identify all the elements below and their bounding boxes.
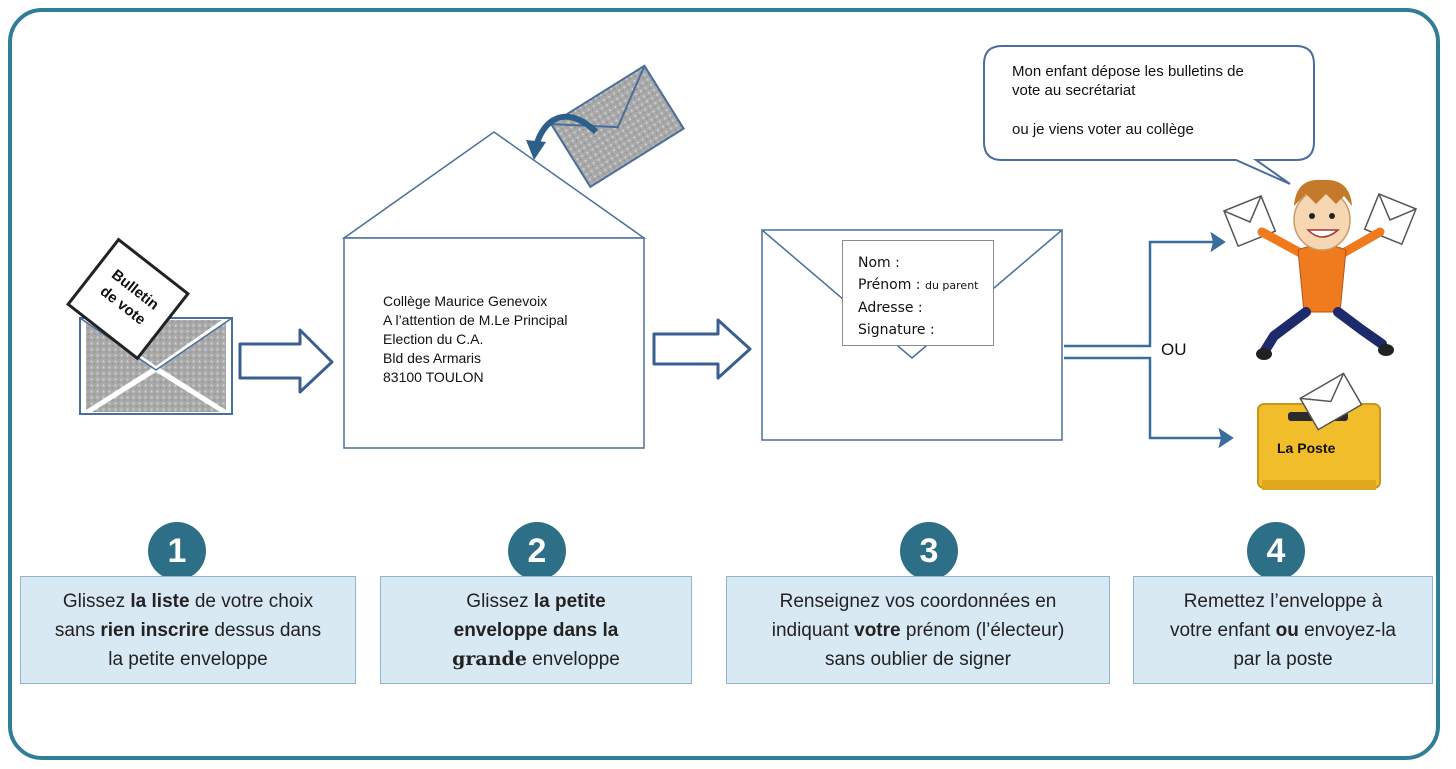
step-number-badge: 1	[148, 522, 206, 580]
address-line: A l’attention de M.Le Principal	[383, 312, 568, 328]
curved-arrow-icon	[533, 113, 599, 147]
card-nom: Nom :	[858, 255, 900, 271]
card-signature: Signature :	[858, 322, 935, 338]
step-text: votre enfant	[1169, 619, 1276, 641]
step-text: Glissez	[62, 590, 131, 612]
step-text-bold: la liste	[130, 590, 190, 612]
step-text-bold: ou	[1275, 619, 1299, 641]
branch-arrows	[1064, 240, 1226, 440]
step-text: Glissez	[466, 590, 534, 612]
step-text: Renseignez vos coordonnées en	[779, 590, 1057, 612]
card-prenom-row: Prénom : du parent	[858, 274, 993, 297]
card-prenom-note: du parent	[924, 279, 979, 292]
step-text: de votre choix	[189, 590, 314, 612]
bubble-line: vote au secrétariat	[1012, 82, 1136, 99]
outer-frame	[8, 8, 1440, 760]
step-number-badge: 4	[1247, 522, 1305, 580]
step-text: sans	[54, 619, 101, 641]
address-line: Election du C.A.	[383, 331, 484, 347]
step-text-bold: enveloppe dans la	[453, 619, 619, 641]
step-text: enveloppe	[526, 648, 620, 670]
address-line: 83100 TOULON	[383, 369, 484, 385]
step-text: par la poste	[1233, 648, 1333, 670]
step-4-box: Remettez l’enveloppe à votre enfant ou e…	[1133, 576, 1433, 684]
ou-label: OU	[1161, 340, 1187, 359]
step-text: dessus dans	[209, 619, 322, 641]
step-text: sans oublier de signer	[825, 648, 1011, 670]
step-text: envoyez-la	[1298, 619, 1396, 641]
arrow-right-icon	[238, 328, 334, 394]
card-prenom: Prénom :	[858, 277, 921, 293]
step-number-badge: 3	[900, 522, 958, 580]
step-1-box: Glissez la liste de votre choix sans rie…	[20, 576, 356, 684]
card-adresse: Adresse :	[858, 300, 923, 316]
sender-info-card: Nom : Prénom : du parent Adresse : Signa…	[842, 240, 994, 346]
step-text-bold: la petite	[533, 590, 606, 612]
bubble-line: ou je viens voter au collège	[1012, 121, 1194, 138]
step-text-bold: rien inscrire	[100, 619, 210, 641]
ballot-paper-icon: Bulletin de vote	[65, 237, 191, 361]
step-number-badge: 2	[508, 522, 566, 580]
step-text: indiquant	[771, 619, 855, 641]
large-envelope-icon	[341, 131, 647, 449]
address-line: Collège Maurice Genevoix	[383, 293, 548, 309]
child-figure-icon	[1222, 179, 1418, 360]
small-envelope-flying-icon	[549, 64, 686, 189]
bubble-line: Mon enfant dépose les bulletins de	[1012, 63, 1244, 80]
step-text: prénom (l’électeur)	[900, 619, 1065, 641]
step-2-box: Glissez la petite enveloppe dans la gran…	[380, 576, 692, 684]
address-line: Bld des Armaris	[383, 350, 482, 366]
step-text-bold: grande	[452, 647, 527, 670]
speech-bubble-text: Mon enfant dépose les bulletins de vote …	[1012, 62, 1312, 139]
step-text-bold: votre	[854, 619, 901, 641]
recipient-address: Collège Maurice Genevoix A l’attention d…	[383, 292, 567, 387]
arrow-right-icon	[652, 318, 752, 380]
speech-bubble	[983, 45, 1315, 185]
mailbox-label: La Poste	[1277, 440, 1336, 456]
step-text: Remettez l’enveloppe à	[1183, 590, 1383, 612]
step-3-box: Renseignez vos coordonnées en indiquant …	[726, 576, 1110, 684]
step-text: la petite enveloppe	[108, 648, 268, 670]
mailbox-icon	[1257, 372, 1381, 490]
